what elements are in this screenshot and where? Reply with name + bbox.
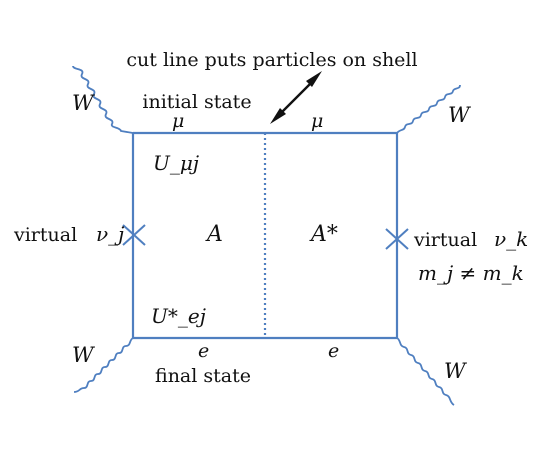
w-label-bottom-right: W [444,359,468,383]
e-label-right: e [328,340,339,362]
w-boson-bottom-right [396,337,455,406]
nu-k-label: ν_k [494,227,528,251]
virtual-right-label: virtual [413,229,477,251]
cut-line-label: cut line puts particles on shell [126,49,417,71]
mixing-u-e-j-star: U*_ej [151,304,206,328]
amplitude-a: A [205,222,223,247]
mu-label-left: μ [172,110,184,132]
final-state-label: final state [155,365,251,387]
cut-arrow [270,71,322,124]
mass-relation-label: m_j ≠ m_k [418,261,524,285]
w-boson-bottom-left [73,337,134,393]
initial-state-label: initial state [142,91,251,113]
w-label-bottom-left: W [72,343,96,367]
w-boson-top-left [72,65,134,134]
amplitude-a-star: A* [309,222,338,247]
w-label-top-left: W [72,91,96,115]
e-label-left: e [198,340,209,362]
nu-j-label: ν_j [96,222,124,246]
mixing-u-mu-j: U_μj [153,151,199,175]
w-label-top-right: W [448,103,472,127]
cross-right [385,228,409,250]
mu-label-right: μ [311,110,323,132]
w-boson-top-right [396,84,461,134]
cross-left [122,224,146,246]
virtual-left-label: virtual [13,224,77,246]
